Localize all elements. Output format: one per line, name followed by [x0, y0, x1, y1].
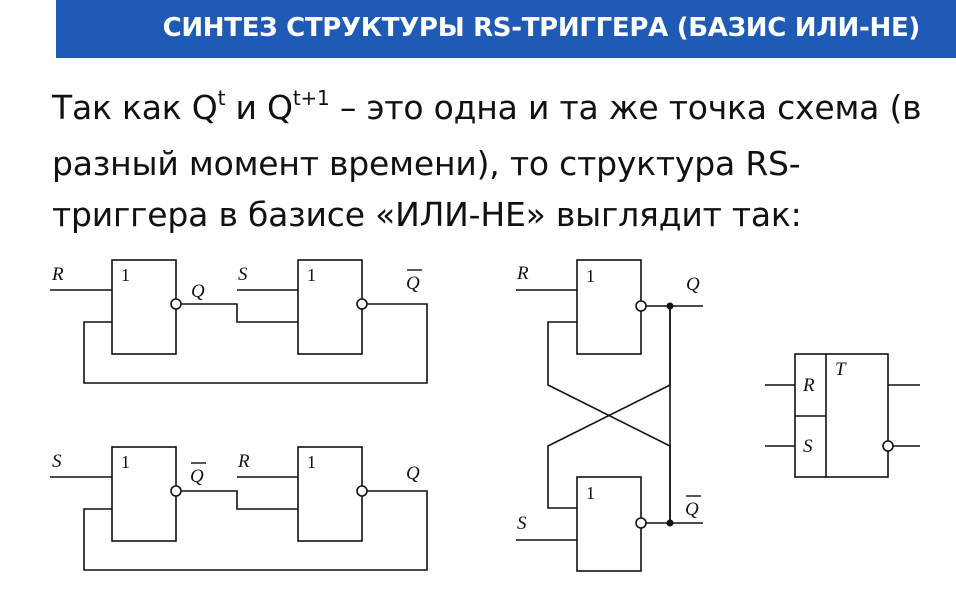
label-s: S	[517, 513, 527, 534]
text-part-1: Так как Q	[52, 88, 218, 127]
gate-symbol: 1	[307, 265, 316, 285]
title-bar: СИНТЕЗ СТРУКТУРЫ RS-ТРИГГЕРА (БАЗИС ИЛИ-…	[56, 0, 956, 58]
label-q: Q	[406, 463, 420, 484]
diagram-cross-coupled	[516, 259, 703, 572]
text-part-3: – это одна и та же точка схема (в разный…	[52, 88, 922, 234]
inversion-bubble	[170, 298, 182, 310]
gate-symbol: 1	[586, 483, 595, 503]
label-q: Q	[191, 281, 205, 302]
gate-symbol: 1	[121, 452, 130, 472]
rs-trigger-symbol	[765, 353, 920, 478]
body-paragraph: Так как Qt и Qt+1 – это одна и та же точ…	[52, 82, 932, 240]
superscript-t-plus-1: t+1	[292, 86, 330, 110]
label-q-bar: Q	[190, 466, 204, 487]
label-q-bar: Q	[406, 273, 420, 294]
inversion-bubble	[635, 517, 647, 529]
inversion-bubble	[356, 298, 368, 310]
inversion-bubble	[356, 485, 368, 497]
label-r: R	[51, 264, 64, 285]
label-r: R	[802, 375, 815, 396]
inversion-bubble	[882, 440, 894, 452]
label-t: T	[835, 359, 847, 380]
label-q-bar: Q	[685, 499, 699, 520]
diagram-bottom-left	[50, 446, 428, 571]
junction-dot	[666, 519, 674, 527]
slide-title: СИНТЕЗ СТРУКТУРЫ RS-ТРИГГЕРА (БАЗИС ИЛИ-…	[162, 13, 921, 43]
inversion-bubble	[170, 485, 182, 497]
label-q: Q	[686, 274, 700, 295]
superscript-t: t	[217, 86, 226, 110]
junction-dot	[666, 302, 674, 310]
label-r: R	[237, 451, 250, 472]
label-s: S	[52, 451, 62, 472]
inversion-bubble	[635, 300, 647, 312]
gate-symbol: 1	[121, 265, 130, 285]
label-r: R	[516, 263, 529, 284]
gate-symbol: 1	[307, 452, 316, 472]
label-s: S	[238, 264, 248, 285]
label-s: S	[803, 436, 813, 457]
gate-symbol: 1	[586, 266, 595, 286]
text-part-2: и Q	[225, 88, 294, 127]
